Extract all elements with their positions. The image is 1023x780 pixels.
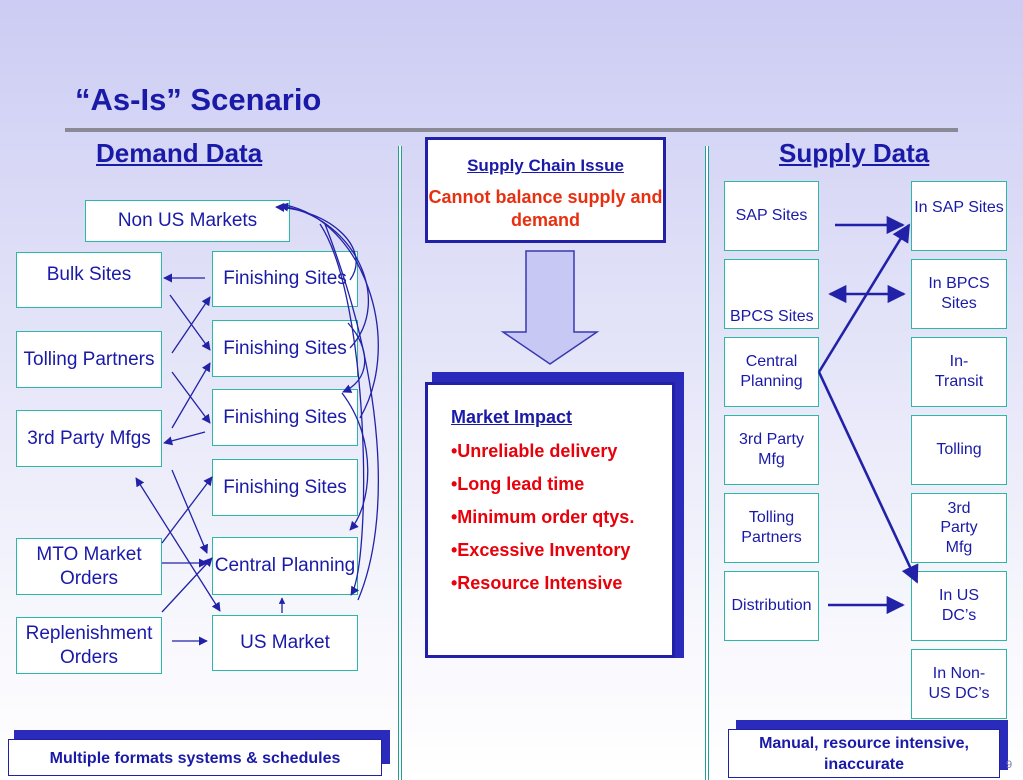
in-sap-sites-box: In SAP Sites (911, 181, 1007, 251)
in-transit-box: In-Transit (911, 337, 1007, 407)
central-planning-supply-box: Central Planning (724, 337, 819, 407)
third-party-mfgs-box: 3rd Party Mfgs (16, 410, 162, 467)
supply-chain-issue-header: Supply Chain Issue (467, 156, 624, 175)
arrow-finishing-to-3rdparty (163, 431, 206, 446)
finishing-sites-box: Finishing Sites (212, 389, 358, 446)
us-market-box: US Market (212, 615, 358, 671)
market-impact-item: •Unreliable delivery (451, 441, 618, 461)
distribution-box: Distribution (724, 571, 819, 641)
supply-note: Manual, resource intensive, inaccurate (728, 729, 1000, 778)
in-us-dcs-box: In US DC’s (911, 571, 1007, 641)
tolling-partners-supply-box: Tolling Partners (724, 493, 819, 563)
column-divider-left (398, 146, 402, 780)
bpcs-sites-box: BPCS Sites (724, 259, 819, 329)
finishing-sites-box: Finishing Sites (212, 320, 358, 377)
finishing-sites-box: Finishing Sites (212, 459, 358, 516)
in-non-us-dcs-box: In Non-US DC’s (911, 649, 1007, 719)
supply-chain-issue-box: Supply Chain Issue Cannot balance supply… (425, 137, 666, 243)
bulk-sites-box: Bulk Sites (16, 252, 162, 308)
market-impact-item: •Minimum order qtys. (451, 507, 635, 527)
title-divider (65, 128, 958, 132)
market-impact-item: •Excessive Inventory (451, 540, 631, 560)
down-arrow-icon (500, 250, 600, 365)
supply-data-header: Supply Data (779, 138, 930, 168)
tolling-partners-box: Tolling Partners (16, 331, 162, 388)
column-divider-right (705, 146, 709, 780)
page-title: “As-Is” Scenario (75, 82, 322, 117)
market-impact-box: Market Impact •Unreliable delivery •Long… (425, 382, 675, 658)
market-impact-item: •Resource Intensive (451, 573, 623, 593)
demand-data-header: Demand Data (96, 138, 263, 168)
page-number: 9 (1006, 759, 1013, 771)
market-impact-header: Market Impact (451, 407, 573, 427)
tolling-supply-box: Tolling (911, 415, 1007, 485)
finishing-sites-box: Finishing Sites (212, 251, 358, 307)
third-party-mfg-box: 3rd Party Mfg (724, 415, 819, 485)
third-party-mfg-right-box: 3rd Party Mfg (911, 493, 1007, 563)
replenishment-orders-box: Replenishment Orders (16, 617, 162, 674)
non-us-markets-box: Non US Markets (85, 200, 290, 242)
in-bpcs-sites-box: In BPCS Sites (911, 259, 1007, 329)
demand-note: Multiple formats systems & schedules (8, 739, 382, 776)
market-impact-item: •Long lead time (451, 474, 585, 494)
central-planning-box: Central Planning (212, 537, 358, 595)
supply-chain-issue-text: Cannot balance supply and demand (428, 187, 663, 231)
sap-sites-box: SAP Sites (724, 181, 819, 251)
